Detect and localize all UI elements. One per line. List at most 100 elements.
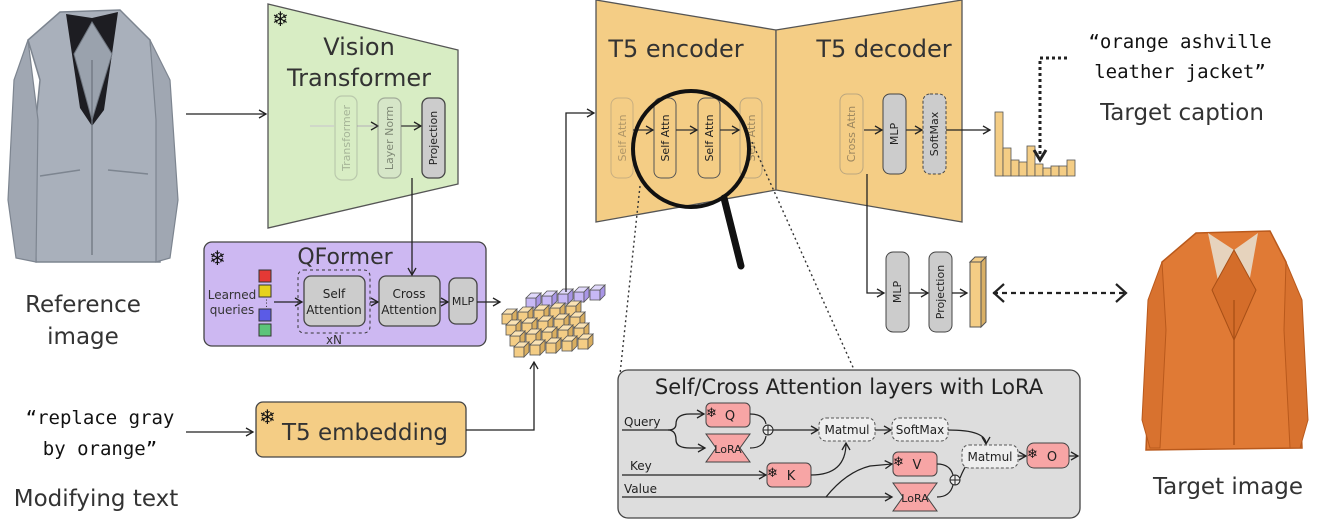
q-lora-block	[705, 433, 751, 463]
reference-image-label-line1: Reference	[25, 292, 141, 318]
token-cube	[521, 317, 538, 334]
matmul-av-label: Matmul	[967, 450, 1012, 464]
decoder-softmax-layer: SoftMax	[922, 93, 947, 175]
o-label: O	[1047, 450, 1057, 465]
token-cube	[517, 306, 534, 323]
vit-projection-layer: Projection	[421, 97, 446, 179]
encoder-layer: Self Attn	[739, 97, 763, 179]
caption-prob-bar	[994, 111, 1004, 177]
target-image-label: Target image	[1152, 474, 1303, 500]
modifying-text-label: Modifying text	[14, 486, 178, 512]
qformer-mlp-label: MLP	[452, 295, 475, 308]
snowflake-icon: ❄	[1027, 446, 1038, 461]
svg-text:⋮: ⋮	[262, 298, 271, 308]
learned-queries-label-line1: Learned	[208, 288, 257, 302]
token-cube	[545, 337, 562, 354]
matmul-qk-label: Matmul	[824, 423, 869, 437]
head-projection-block: Projection	[928, 251, 953, 333]
encoder-layer-label: Self Attn	[659, 114, 672, 161]
head-projection-label: Projection	[934, 265, 947, 319]
query-token-cubes	[501, 284, 606, 358]
t5-decoder-title: T5 decoder	[815, 35, 951, 63]
snowflake-icon: ❄	[259, 407, 276, 429]
self-attention-label-line2: Attention	[306, 303, 361, 317]
token-cube	[577, 333, 594, 350]
qformer-title: QFormer	[297, 245, 393, 270]
token-cube	[589, 284, 606, 301]
encoder-layer-label: Self Attn	[616, 114, 629, 161]
caption-prob-bar	[1002, 147, 1012, 177]
encoder-layer: Self Attn	[697, 97, 721, 179]
head-mlp-label: MLP	[891, 281, 904, 304]
caption-prob-bar	[1010, 159, 1020, 177]
output-embedding-bar	[968, 255, 988, 329]
decoder-mlp-layer: MLP	[882, 93, 907, 175]
target-caption-label: Target caption	[1099, 100, 1264, 126]
caption-text-line2: leather jacket”	[1094, 61, 1266, 83]
self-attention-label-line1: Self	[323, 287, 346, 301]
k-label: K	[787, 469, 796, 484]
token-cube	[561, 335, 578, 352]
target-jacket-image	[1141, 230, 1309, 451]
token-cube	[573, 286, 590, 303]
snowflake-icon: ❄	[706, 405, 717, 420]
repeat-label: xN	[326, 333, 342, 347]
encoder-layer: Self Attn	[653, 97, 677, 179]
caption-prob-bar	[1050, 165, 1060, 177]
t5-decoder-block	[775, 0, 963, 223]
magnifier-icon	[631, 89, 751, 270]
decoder-cross-attn-label: Cross Attn	[845, 106, 858, 163]
decoder-softmax-label: SoftMax	[928, 111, 941, 156]
token-cube	[513, 341, 530, 358]
modifying-text-line1: “replace gray	[26, 407, 175, 429]
lora-panel-title: Self/Cross Attention layers with LoRA	[655, 375, 1044, 399]
snowflake-icon: ❄	[767, 465, 778, 480]
caption-prob-bar	[1042, 167, 1052, 177]
cross-attention-block: Cross Attention	[378, 275, 441, 327]
token-cube	[525, 292, 542, 309]
q-projection-block	[705, 402, 751, 428]
caption-distribution-bars	[994, 111, 1076, 177]
v-label: V	[913, 458, 922, 473]
q-lora-label: LoRA	[714, 443, 742, 456]
qformer-mlp-block: MLP	[448, 277, 478, 325]
encoder-layer: Self Attn	[610, 97, 634, 179]
snowflake-icon: ❄	[209, 248, 226, 270]
self-attention-block: Self Attention	[303, 275, 366, 327]
reference-image-label-line2: image	[47, 324, 119, 350]
v-lora-block	[892, 482, 938, 512]
encoder-layer-label: Self Attn	[703, 114, 716, 161]
snowflake-icon: ❄	[272, 9, 289, 31]
vit-projection-label: Projection	[427, 111, 440, 165]
caption-prob-bar	[1034, 163, 1044, 177]
caption-text-line1: “orange ashville	[1088, 31, 1271, 53]
learned-query-tokens: ⋮	[258, 269, 272, 337]
qformer-repeat-frame	[297, 269, 371, 334]
q-label: Q	[725, 409, 735, 424]
reference-jacket-image	[7, 9, 179, 263]
decoder-cross-attn-layer: Cross Attn	[839, 93, 864, 175]
learned-queries-label-line2: queries	[210, 303, 255, 317]
key-input-label: Key	[630, 459, 652, 473]
softmax-label: SoftMax	[896, 423, 945, 437]
vit-layernorm-label: Layer Norm	[383, 106, 396, 170]
head-mlp-block: MLP	[885, 251, 910, 333]
value-input-label: Value	[624, 482, 657, 496]
v-lora-label: LoRA	[901, 492, 929, 505]
vit-title-line1: Vision	[323, 33, 395, 61]
t5-encoder-title: T5 encoder	[607, 35, 743, 63]
vision-transformer-block	[267, 3, 459, 229]
token-cube	[541, 290, 558, 307]
vit-transformer-layer: Transformer	[334, 95, 358, 181]
snowflake-icon: ❄	[893, 454, 904, 469]
caption-prob-bar	[1018, 161, 1028, 177]
vit-layernorm-layer: Layer Norm	[377, 97, 402, 179]
query-input-label: Query	[624, 415, 660, 429]
caption-prob-bar	[1066, 159, 1076, 177]
caption-prob-bar	[1026, 145, 1036, 177]
token-cube	[557, 288, 574, 305]
modifying-text-line2: by orange”	[43, 438, 157, 460]
vit-title-line2: Transformer	[286, 64, 431, 92]
caption-prob-bar	[1058, 165, 1068, 177]
